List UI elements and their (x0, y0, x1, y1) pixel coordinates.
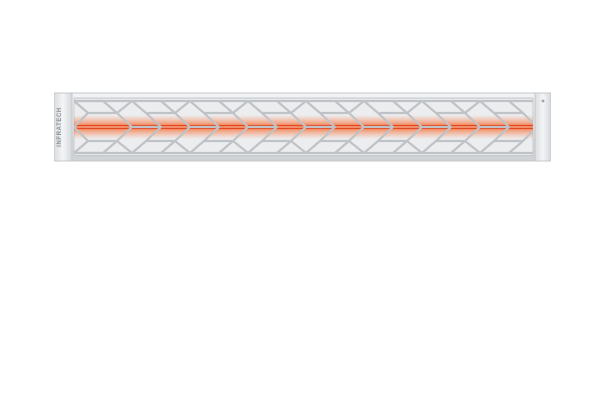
right-end-cap (534, 92, 551, 162)
left-end-cap (54, 92, 73, 162)
decorative-grille (74, 99, 533, 155)
infrared-heater (54, 91, 551, 163)
brand-label: INFRATECH (57, 107, 63, 147)
heater-body (54, 92, 551, 162)
